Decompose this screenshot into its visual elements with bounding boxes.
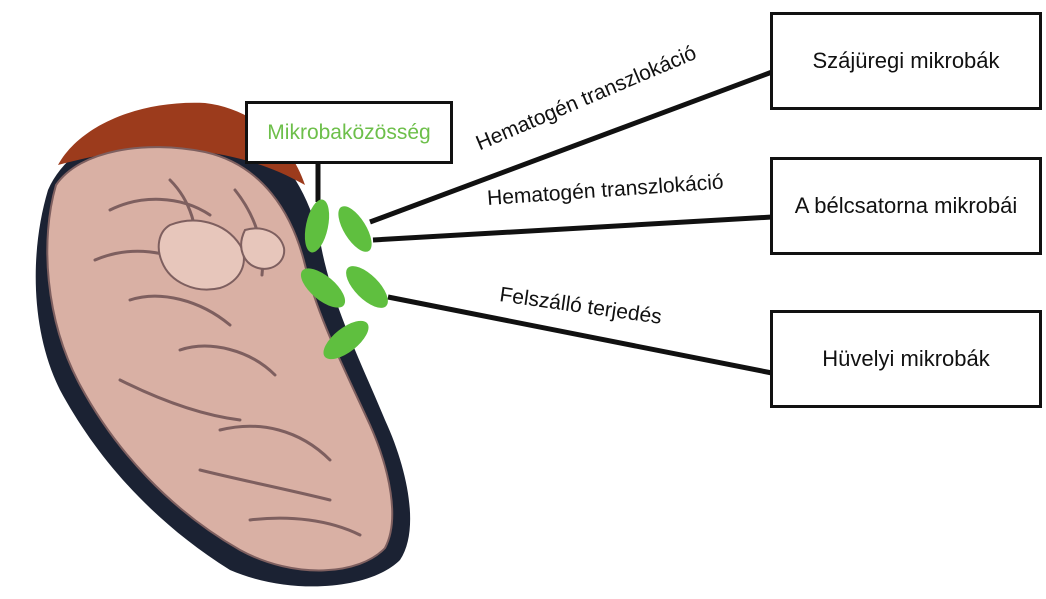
oral-microbes-label: Szájüregi mikrobák <box>812 48 999 74</box>
microbe-icon <box>339 259 394 314</box>
microbial-community-label: Mikrobaközösség <box>267 121 430 145</box>
vaginal-microbes-box: Hüvelyi mikrobák <box>770 310 1042 408</box>
vaginal-microbes-label: Hüvelyi mikrobák <box>822 346 990 372</box>
connector-gut <box>373 217 772 240</box>
gut-microbes-box: A bélcsatorna mikrobái <box>770 157 1042 255</box>
microbial-community-box: Mikrobaközösség <box>245 101 453 164</box>
oral-microbes-box: Szájüregi mikrobák <box>770 12 1042 110</box>
gut-microbes-label: A bélcsatorna mikrobái <box>795 193 1018 219</box>
microbe-icon <box>332 201 378 257</box>
